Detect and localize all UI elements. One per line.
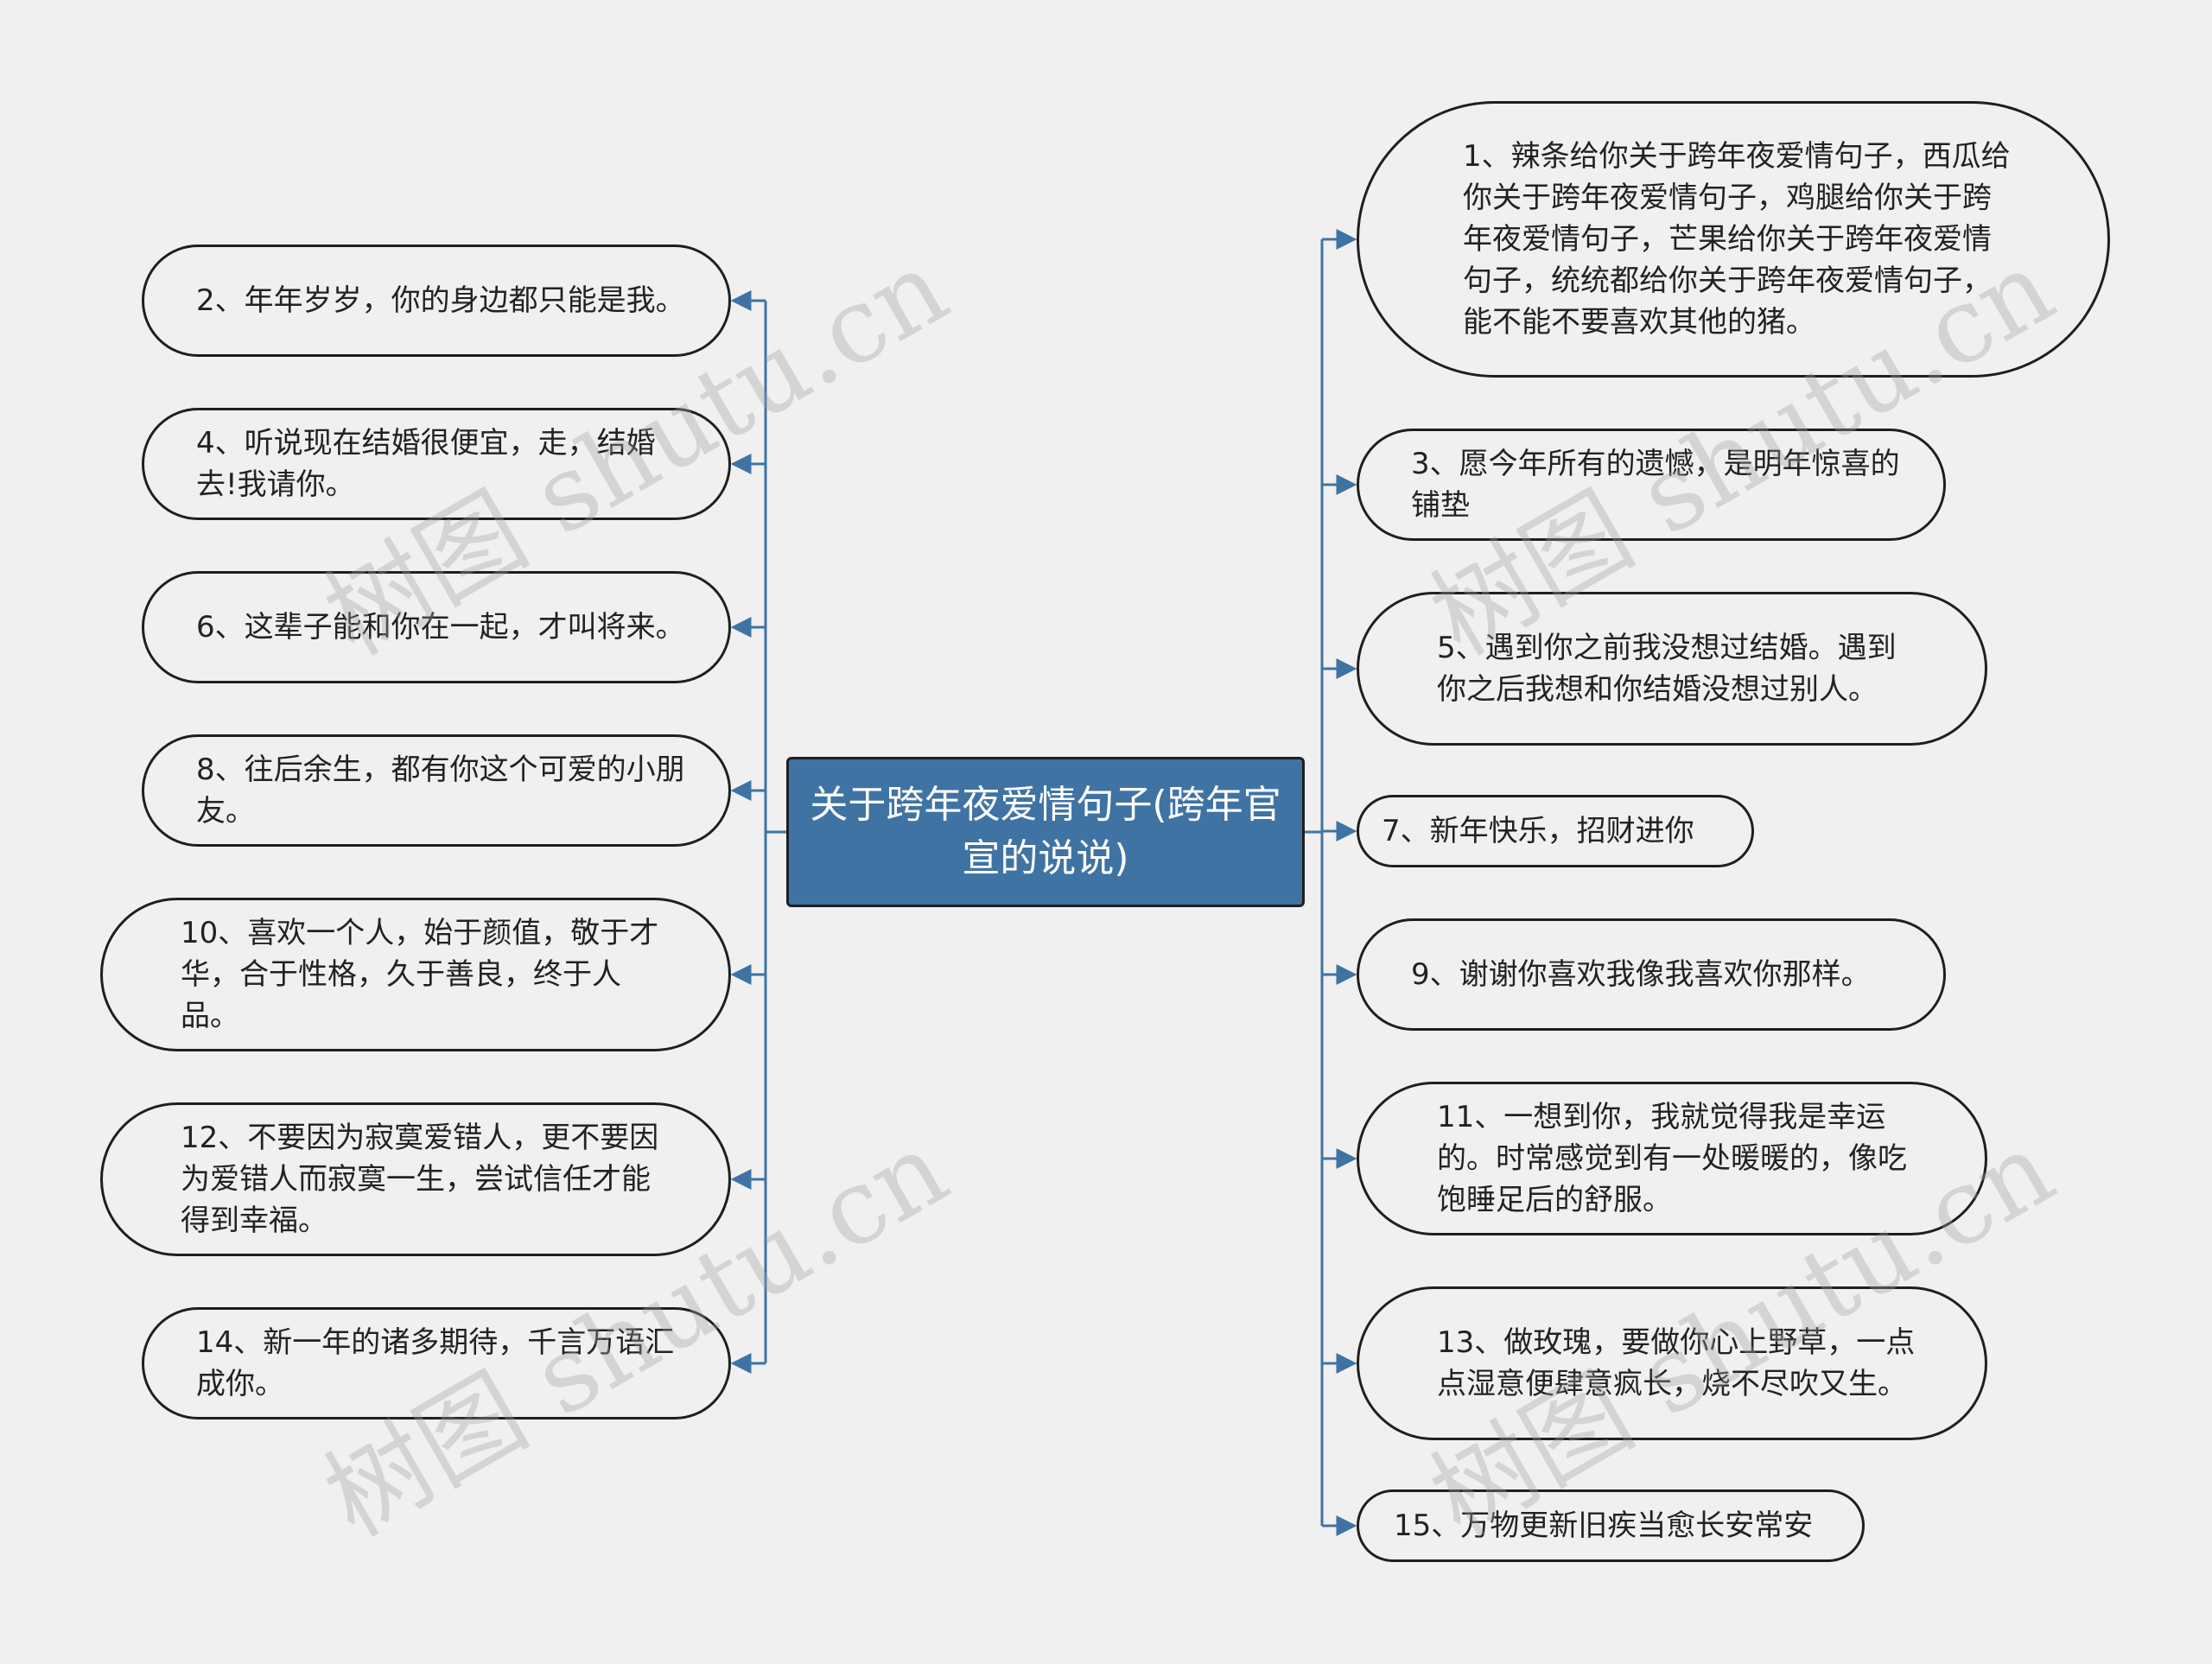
right-node-1[interactable]: 1、辣条给你关于跨年夜爱情句子，西瓜给你关于跨年夜爱情句子，鸡腿给你关于跨年夜爱… (1357, 101, 2110, 378)
left-node-5[interactable]: 10、喜欢一个人，始于颜值，敬于才华，合于性格，久于善良，终于人品。 (100, 898, 731, 1051)
right-node-7-text: 13、做玫瑰，要做你心上野草，一点点湿意便肆意疯长，烧不尽吹又生。 (1437, 1325, 1916, 1401)
left-node-6-text: 12、不要因为寂寞爱错人，更不要因为爱错人而寂寞一生，尝试信任才能得到幸福。 (181, 1121, 659, 1238)
right-node-5-text: 9、谢谢你喜欢我像我喜欢你那样。 (1411, 957, 1871, 992)
right-node-3[interactable]: 5、遇到你之前我没想过结婚。遇到你之后我想和你结婚没想过别人。 (1357, 592, 1987, 746)
left-node-1-text: 2、年年岁岁，你的身边都只能是我。 (196, 283, 685, 318)
left-node-1[interactable]: 2、年年岁岁，你的身边都只能是我。 (142, 245, 731, 357)
central-topic[interactable]: 关于跨年夜爱情句子(跨年官宣的说说) (786, 757, 1305, 907)
left-node-3-text: 6、这辈子能和你在一起，才叫将来。 (196, 610, 685, 645)
right-node-8[interactable]: 15、万物更新旧疾当愈长安常安 (1357, 1489, 1865, 1562)
right-node-4[interactable]: 7、新年快乐，招财进你 (1357, 795, 1754, 867)
right-node-2[interactable]: 3、愿今年所有的遗憾，是明年惊喜的铺垫 (1357, 429, 1946, 541)
right-node-8-text: 15、万物更新旧疾当愈长安常安 (1394, 1508, 1814, 1543)
left-node-2[interactable]: 4、听说现在结婚很便宜，走，结婚去!我请你。 (142, 408, 731, 520)
right-node-6-text: 11、一想到你，我就觉得我是幸运的。时常感觉到有一处暖暖的，像吃饱睡足后的舒服。 (1437, 1100, 1907, 1217)
right-node-4-text: 7、新年快乐，招财进你 (1382, 814, 1694, 848)
right-node-6[interactable]: 11、一想到你，我就觉得我是幸运的。时常感觉到有一处暖暖的，像吃饱睡足后的舒服。 (1357, 1082, 1987, 1235)
right-node-2-text: 3、愿今年所有的遗憾，是明年惊喜的铺垫 (1411, 447, 1900, 523)
central-topic-text: 关于跨年夜爱情句子(跨年官宣的说说) (810, 783, 1281, 880)
left-node-3[interactable]: 6、这辈子能和你在一起，才叫将来。 (142, 571, 731, 683)
right-node-1-text: 1、辣条给你关于跨年夜爱情句子，西瓜给你关于跨年夜爱情句子，鸡腿给你关于跨年夜爱… (1463, 139, 2011, 340)
left-node-4-text: 8、往后余生，都有你这个可爱的小朋友。 (196, 753, 685, 829)
left-node-6[interactable]: 12、不要因为寂寞爱错人，更不要因为爱错人而寂寞一生，尝试信任才能得到幸福。 (100, 1102, 731, 1256)
right-node-5[interactable]: 9、谢谢你喜欢我像我喜欢你那样。 (1357, 918, 1946, 1031)
right-node-7[interactable]: 13、做玫瑰，要做你心上野草，一点点湿意便肆意疯长，烧不尽吹又生。 (1357, 1286, 1987, 1440)
left-node-7-text: 14、新一年的诸多期待，千言万语汇成你。 (196, 1325, 675, 1401)
left-node-2-text: 4、听说现在结婚很便宜，走，结婚去!我请你。 (196, 426, 656, 502)
left-node-5-text: 10、喜欢一个人，始于颜值，敬于才华，合于性格，久于善良，终于人品。 (181, 916, 659, 1033)
left-node-7[interactable]: 14、新一年的诸多期待，千言万语汇成你。 (142, 1307, 731, 1419)
right-node-3-text: 5、遇到你之前我没想过结婚。遇到你之后我想和你结婚没想过别人。 (1437, 631, 1897, 707)
left-node-4[interactable]: 8、往后余生，都有你这个可爱的小朋友。 (142, 734, 731, 847)
